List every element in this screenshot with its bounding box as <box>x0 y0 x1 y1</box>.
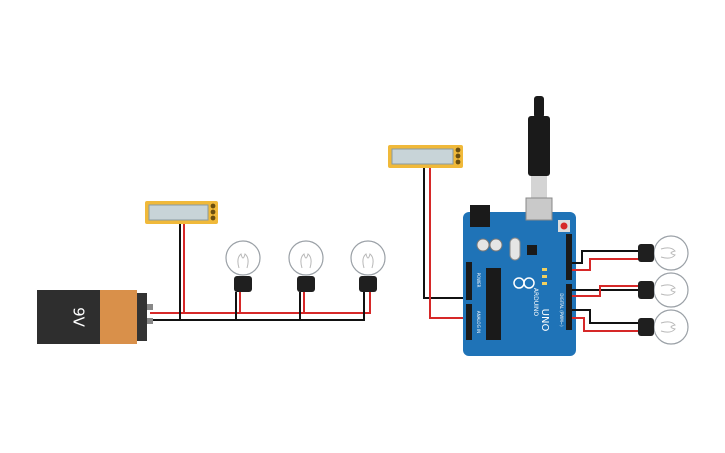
analog-label: ANALOG IN <box>476 311 481 333</box>
right-circuit-wires <box>572 250 642 332</box>
arduino-brand: ARDUINO <box>532 288 539 317</box>
black-wire-rail[interactable] <box>150 292 365 321</box>
left-circuit-wires <box>150 224 371 321</box>
light-bulb-6[interactable] <box>638 309 689 345</box>
battery-9v[interactable]: 9V <box>37 290 153 344</box>
light-bulb-1[interactable] <box>225 240 261 292</box>
multimeter-left[interactable] <box>145 201 218 224</box>
digital-label: DIGITAL (PWM~) <box>559 293 564 327</box>
microcontroller-chip <box>486 268 501 340</box>
reset-button[interactable] <box>560 222 568 230</box>
usb-cable[interactable] <box>528 96 550 198</box>
arduino-uno-board[interactable]: ARDUINO UNO DIGITAL (PWM~) ANALOG IN POW… <box>463 197 576 356</box>
power-label: POWER <box>476 273 481 288</box>
light-bulb-4[interactable] <box>638 235 689 271</box>
battery-label: 9V <box>70 307 88 328</box>
light-bulb-5[interactable] <box>638 272 689 308</box>
light-bulb-2[interactable] <box>288 240 324 292</box>
black-wire-arduino-gnd[interactable] <box>423 167 470 299</box>
arduino-model: UNO <box>539 309 550 332</box>
light-bulb-3[interactable] <box>350 240 386 292</box>
multimeter-right[interactable] <box>388 145 463 168</box>
red-wire-arduino-pin[interactable] <box>429 167 470 319</box>
red-wire-rail[interactable] <box>150 292 371 314</box>
